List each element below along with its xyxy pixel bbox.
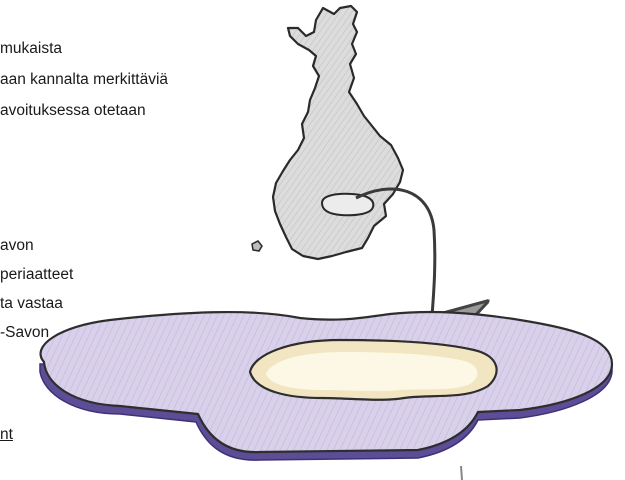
region-plate: [40, 312, 612, 460]
map-highlight-oval: [322, 194, 373, 215]
finland-map-outline: [273, 6, 403, 259]
bottom-tick-mark: [461, 466, 462, 480]
aland-island: [252, 241, 262, 251]
lake-hole-inner: [266, 352, 477, 391]
finland-map: [252, 6, 403, 259]
